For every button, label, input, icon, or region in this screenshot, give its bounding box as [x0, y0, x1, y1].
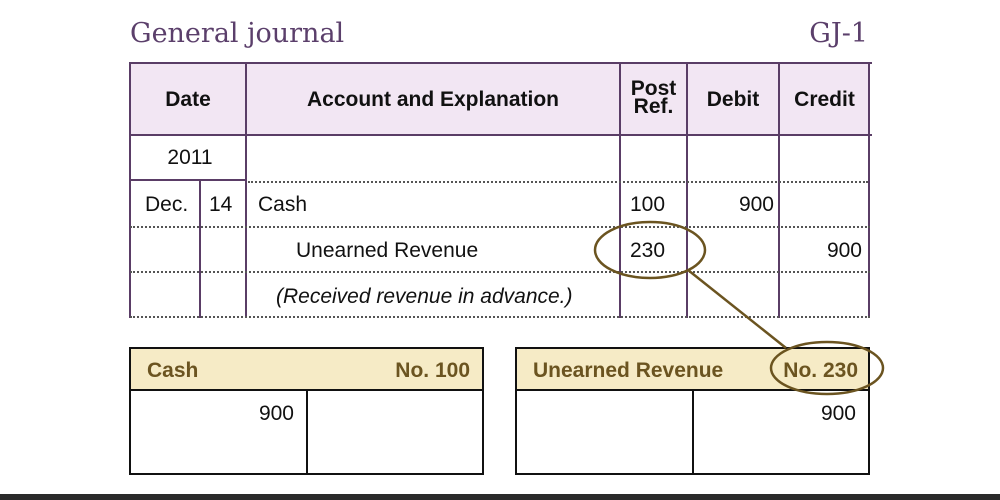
journal-page-ref: GJ-1 — [809, 18, 868, 49]
year: 2011 — [167, 146, 213, 169]
header-credit: Credit — [794, 88, 855, 111]
bottom-bar — [0, 494, 1000, 500]
entry-month: Dec. — [145, 193, 189, 216]
post-ref-line2: Ref. — [633, 95, 674, 118]
ledger-number: No. 100 — [395, 359, 470, 382]
account-number-highlight-ellipse — [769, 340, 885, 396]
ledger-debit: 900 — [258, 402, 294, 425]
journal-header-row — [130, 63, 870, 135]
posting-connector-line — [687, 269, 787, 349]
journal-title: General journal — [130, 18, 345, 49]
entry-credit: 900 — [826, 239, 862, 262]
entry-post-ref: 230 — [630, 239, 666, 262]
header-debit: Debit — [706, 88, 760, 111]
post-ref-line1: Post — [630, 77, 677, 100]
entry-day: 14 — [209, 193, 233, 216]
ledger-name: Unearned Revenue — [533, 359, 724, 382]
ledger-cash: Cash No. 100 900 — [129, 347, 484, 475]
header-date: Date — [165, 88, 211, 111]
ledger-credit: 900 — [820, 402, 856, 425]
ledger-unearned-revenue: Unearned Revenue No. 230 900 — [515, 347, 870, 475]
ledger-number: No. 230 — [783, 359, 858, 382]
header-post-ref: Post Ref. — [620, 77, 687, 118]
ledger-header: Unearned Revenue No. 230 — [517, 349, 868, 391]
entry-explanation: (Received revenue in advance.) — [276, 285, 573, 308]
post-ref-highlight-ellipse — [593, 220, 707, 280]
entry-debit: 900 — [738, 193, 774, 216]
entry-account: Cash — [258, 193, 308, 216]
entry-account: Unearned Revenue — [296, 239, 479, 262]
entry-post-ref: 100 — [630, 193, 666, 216]
ledger-name: Cash — [147, 359, 199, 382]
header-account: Account and Explanation — [306, 88, 560, 111]
